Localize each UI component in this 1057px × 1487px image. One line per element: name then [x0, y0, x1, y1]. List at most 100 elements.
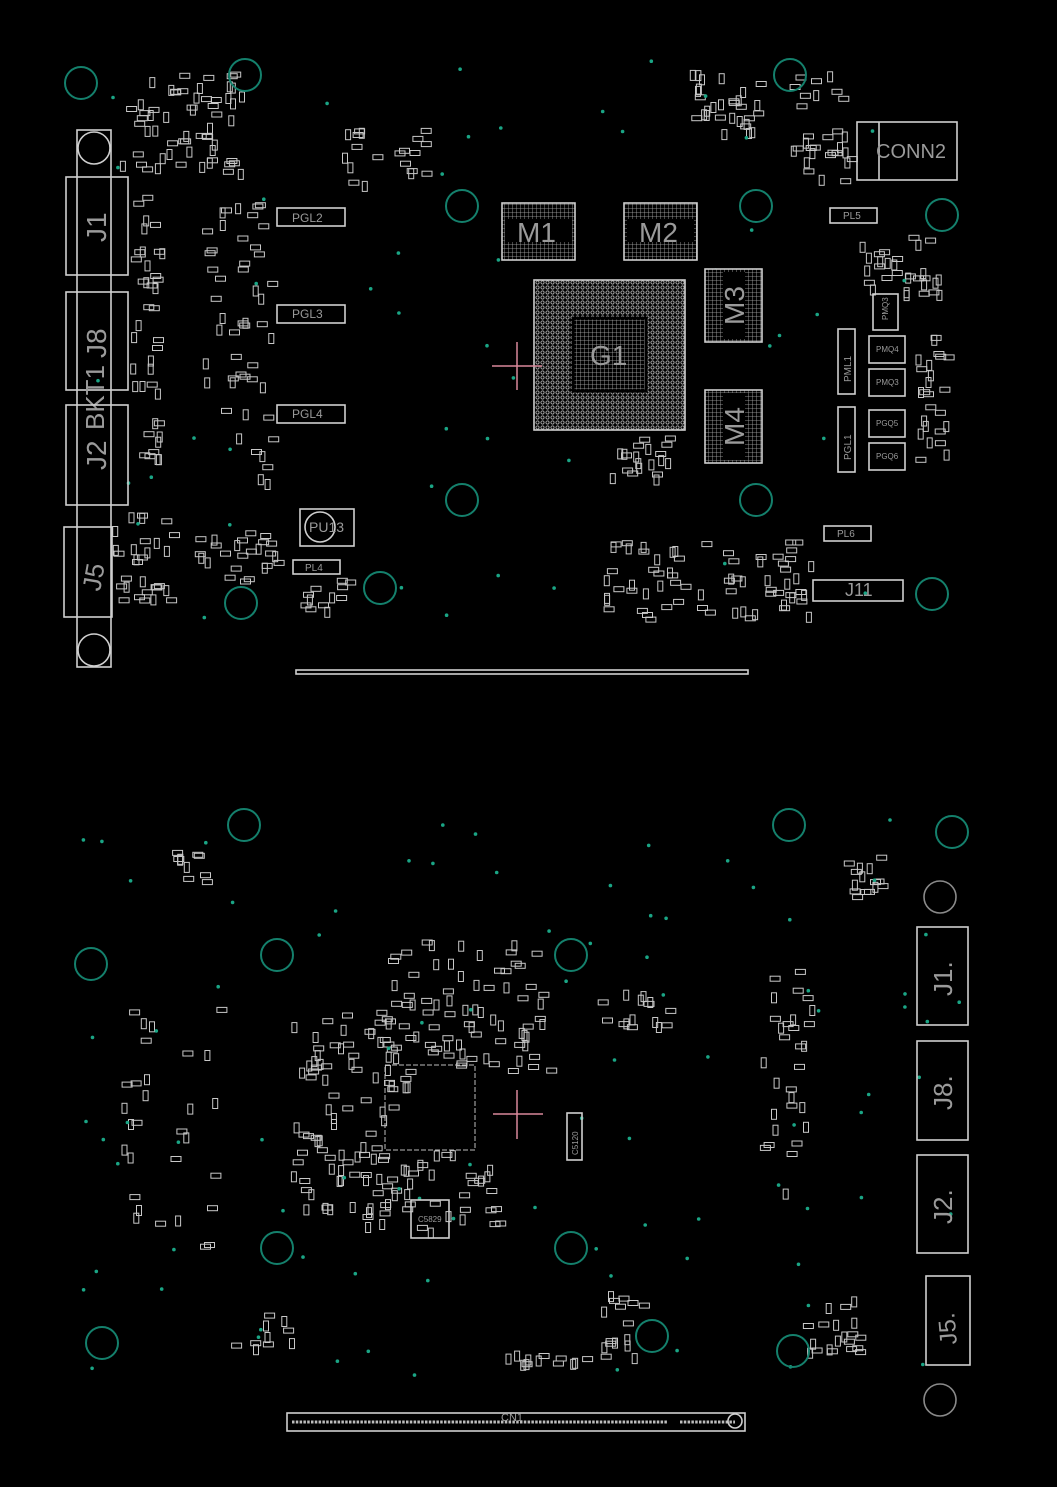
smd-pad [732, 607, 739, 619]
smd-pad [202, 133, 214, 140]
smd-pad [714, 114, 726, 121]
via [366, 1349, 371, 1354]
smd-pad [237, 235, 249, 242]
connector-j11[interactable]: J11 [812, 579, 904, 602]
via [353, 1271, 358, 1276]
regulator-pu13[interactable]: PU13 [299, 508, 355, 547]
smd-pad [514, 1041, 526, 1048]
inductor-pgl3[interactable]: PGL3 [276, 304, 346, 324]
smd-pad [365, 1222, 372, 1233]
mounting-hole [74, 947, 108, 981]
smd-pad [159, 153, 166, 165]
smd-pad [253, 251, 265, 258]
connector-label: CONN2 [876, 141, 946, 163]
smd-pad [582, 1356, 594, 1363]
inductor-pml1[interactable]: PML1 [837, 328, 856, 395]
svg-text:PMQ3: PMQ3 [881, 297, 890, 320]
inductor-pgl4[interactable]: PGL4 [276, 404, 346, 424]
smd-pad [118, 597, 130, 604]
smd-pad [849, 888, 861, 895]
smd-pad [803, 168, 815, 175]
smd-pad [258, 223, 270, 230]
smd-pad [833, 1319, 840, 1331]
connector-j8-bottom[interactable]: J8. [916, 1040, 969, 1141]
smd-pad [123, 581, 130, 593]
mounting-hole [739, 483, 773, 517]
smd-pad [736, 116, 743, 127]
inductor-pl4[interactable]: PL4 [292, 559, 341, 575]
via [600, 109, 605, 114]
smd-pad [658, 455, 665, 467]
connector-label: J8 [81, 328, 112, 358]
via [588, 941, 593, 946]
smd-pad [210, 542, 222, 549]
smd-pad [785, 1086, 797, 1093]
via [431, 861, 435, 866]
smd-pad [257, 474, 264, 486]
edge-connector-cn1[interactable]: CN1 [286, 1412, 746, 1432]
smd-pad [638, 1302, 650, 1309]
smd-pad [303, 1204, 310, 1216]
smd-pad [310, 1134, 322, 1141]
smd-pad [456, 1039, 462, 1051]
smd-pad [141, 589, 153, 596]
connector-j5[interactable]: J5 [63, 526, 113, 618]
chip-m4[interactable]: M4 [704, 389, 763, 464]
smd-pad [137, 278, 149, 285]
smd-pad [735, 95, 742, 107]
smd-pad [322, 1018, 334, 1025]
smd-pad [421, 939, 433, 946]
chip-m2[interactable]: M2 [623, 202, 698, 261]
via [116, 1161, 120, 1166]
smd-pad [230, 71, 242, 78]
smd-pad [859, 871, 866, 883]
chip-m1[interactable]: M1 [501, 202, 576, 261]
smd-pad [903, 290, 910, 302]
smd-pad [210, 97, 222, 103]
smd-pad [314, 1050, 321, 1062]
smd-pad [215, 275, 226, 282]
smd-pad [466, 1055, 478, 1062]
chip-m3[interactable]: M3 [704, 268, 763, 343]
smd-pad [785, 539, 797, 546]
smd-pad [468, 1022, 475, 1034]
via [444, 426, 449, 431]
smd-pad [266, 540, 278, 547]
smd-pad [388, 1104, 400, 1111]
smd-pad [336, 1175, 343, 1187]
connector-j2-bottom[interactable]: J2. [916, 1154, 969, 1254]
connector-j1-bottom[interactable]: J1. [916, 926, 969, 1026]
inductor-pgl1[interactable]: PGL1 [837, 406, 856, 473]
inductor-pl5[interactable]: PL5 [829, 207, 878, 224]
smd-pad [799, 92, 811, 99]
inductor-pl6[interactable]: PL6 [823, 525, 872, 542]
inductor-pgl2[interactable]: PGL2 [276, 207, 346, 227]
connector-j8[interactable]: J8 [65, 291, 129, 391]
smd-pad [844, 157, 851, 169]
smd-pad [872, 881, 879, 893]
via [128, 879, 133, 883]
smd-pad [252, 203, 264, 210]
via [533, 1205, 537, 1210]
smd-pad [258, 539, 270, 546]
connector-conn2[interactable]: CONN2 [856, 121, 958, 181]
chip-g1-gpu[interactable]: G1 [533, 279, 686, 431]
svg-text:PGQ6: PGQ6 [876, 452, 899, 461]
connector-j2[interactable]: J2 [65, 404, 129, 506]
via [744, 136, 749, 140]
smd-pad [786, 1102, 798, 1109]
smd-pad [633, 442, 645, 449]
svg-text:PGL1: PGL1 [843, 434, 854, 460]
smd-pad [825, 152, 836, 159]
smd-pad [755, 554, 767, 560]
smd-pad [623, 989, 630, 1001]
connector-j5-bottom[interactable]: J5. [925, 1275, 971, 1366]
smd-pad [421, 997, 433, 1004]
smd-pad [657, 580, 664, 592]
smd-pad [905, 272, 912, 284]
smd-pad [443, 1040, 450, 1052]
smd-pad [139, 538, 151, 545]
smd-pad [179, 72, 191, 79]
connector-j1[interactable]: J1 [65, 176, 129, 276]
smd-pad [298, 1131, 310, 1138]
